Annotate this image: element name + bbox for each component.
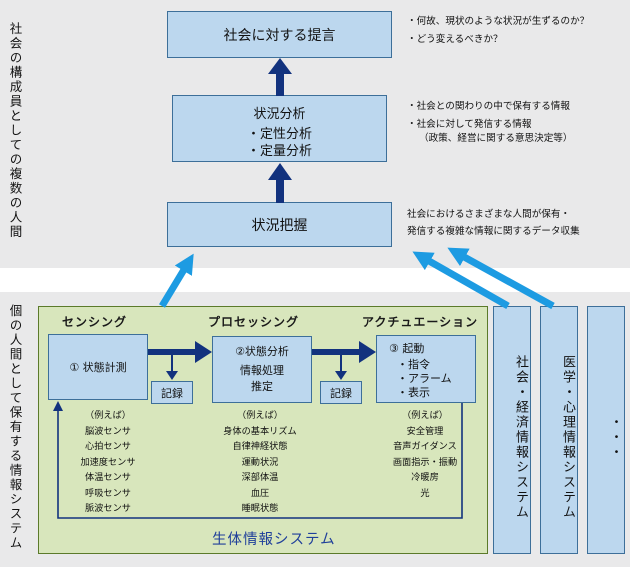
list-item: 自律神経状態 xyxy=(232,441,288,452)
list-item: 光 xyxy=(420,487,430,499)
note-line: ・どう変えるべきか？ xyxy=(407,34,503,45)
note-line: （政策、経営に関する意思決定等） xyxy=(419,133,573,144)
actuation-box-item: ・表示 xyxy=(397,386,430,399)
processing-box-item: 情報処理 xyxy=(240,364,284,377)
list-item: 血圧 xyxy=(250,487,270,499)
grasp-notes: 社会におけるさまざまな人間が保有・ 発信する複雑な情報に関するデータ収集 xyxy=(407,206,580,240)
list-item: 体温センサ xyxy=(85,472,131,483)
individual-side-label: 個の人間として保有する情報システム xyxy=(7,304,23,551)
sensing-header: センシング xyxy=(62,315,128,329)
up-arrow-grasp-to-analysis xyxy=(268,163,292,203)
arrow-to-record-2 xyxy=(335,352,347,380)
proposal-box: 社会に対する提言 xyxy=(167,11,392,58)
actuation-box: ③ 起動 ・指令 ・アラーム ・表示 xyxy=(376,335,476,403)
medical-psych-system: 医学・心理情報システム xyxy=(540,306,578,554)
analysis-box: 状況分析 ・定性分析 ・定量分析 xyxy=(172,95,387,162)
up-arrow-analysis-to-proposal xyxy=(268,58,292,96)
list-item: 身体の基本リズム xyxy=(223,425,297,437)
analysis-notes: ・社会との関わりの中で保有する情報 ・社会に対して発信する情報 （政策、経営に関… xyxy=(407,100,573,146)
actuation-header: アクチュエーション xyxy=(362,315,479,329)
processing-box-title: ②状態分析 xyxy=(235,345,289,358)
list-item: 画面指示・振動 xyxy=(392,456,458,468)
record-box-1: 記録 xyxy=(151,381,193,404)
note-line: 発信する複雑な情報に関するデータ収集 xyxy=(407,226,580,237)
actuation-box-item: ・指令 xyxy=(397,358,430,371)
processing-box: ②状態分析 情報処理 推定 xyxy=(212,336,312,403)
actuation-box-title: ③ 起動 xyxy=(389,342,425,355)
arrow-to-record-1 xyxy=(166,352,178,380)
biometric-system-title: 生体情報システム xyxy=(212,532,336,548)
light-arrow-social-to-grasp xyxy=(412,251,510,310)
list-item: 音声ガイダンス xyxy=(393,441,457,452)
actuation-box-item: ・アラーム xyxy=(397,372,452,385)
analysis-item: ・定性分析 xyxy=(246,127,312,142)
actuation-examples: （例えば） 安全管理 音声ガイダンス 画面指示・振動 冷暖房 光 xyxy=(375,408,475,501)
example-label: （例えば） xyxy=(237,410,283,421)
sensing-examples: （例えば） 脳波センサ 心拍センサ 加速度センサ 体温センサ 呼吸センサ 脈波セ… xyxy=(63,408,153,517)
list-item: 深部体温 xyxy=(241,472,279,483)
example-label: （例えば） xyxy=(85,410,131,421)
list-item: 心拍センサ xyxy=(85,441,131,452)
grasp-box: 状況把握 xyxy=(167,202,392,247)
other-systems: ・・・ xyxy=(587,306,625,554)
arrow-sensing-to-processing xyxy=(148,341,212,363)
society-side-label: 社会の構成員としての複数の人間 xyxy=(7,22,23,240)
list-item: 冷暖房 xyxy=(411,472,439,483)
arrow-processing-to-actuation xyxy=(312,341,376,363)
analysis-title: 状況分析 xyxy=(253,107,306,122)
processing-header: プロセッシング xyxy=(208,315,300,329)
note-line: 社会におけるさまざまな人間が保有・ xyxy=(407,209,571,220)
light-arrow-medical-to-grasp xyxy=(447,247,555,310)
processing-box-item: 推定 xyxy=(251,380,273,393)
analysis-item: ・定量分析 xyxy=(246,144,312,159)
light-arrow-bio-to-grasp xyxy=(159,253,194,308)
list-item: 加速度センサ xyxy=(80,456,136,468)
list-item: 呼吸センサ xyxy=(85,487,131,499)
feedback-loop-arrow xyxy=(53,401,463,519)
example-label: （例えば） xyxy=(402,410,448,421)
list-item: 脳波センサ xyxy=(85,425,131,437)
processing-examples: （例えば） 身体の基本リズム 自律神経状態 運動状況 深部体温 血圧 睡眠状態 xyxy=(205,408,315,517)
note-line: ・社会との関わりの中で保有する情報 xyxy=(407,101,570,112)
list-item: 脈波センサ xyxy=(85,503,131,514)
list-item: 運動状況 xyxy=(241,456,279,468)
sensing-box: ① 状態計測 xyxy=(48,334,148,400)
list-item: 睡眠状態 xyxy=(241,503,279,514)
note-line: ・社会に対して発信する情報 xyxy=(407,119,532,130)
proposal-notes: ・何故、現状のような状況が生ずるのか？ ・どう変えるべきか？ xyxy=(407,15,589,47)
list-item: 安全管理 xyxy=(406,425,444,437)
social-economic-system: 社会・経済情報システム xyxy=(493,306,531,554)
record-box-2: 記録 xyxy=(320,381,362,404)
note-line: ・何故、現状のような状況が生ずるのか？ xyxy=(407,16,590,27)
